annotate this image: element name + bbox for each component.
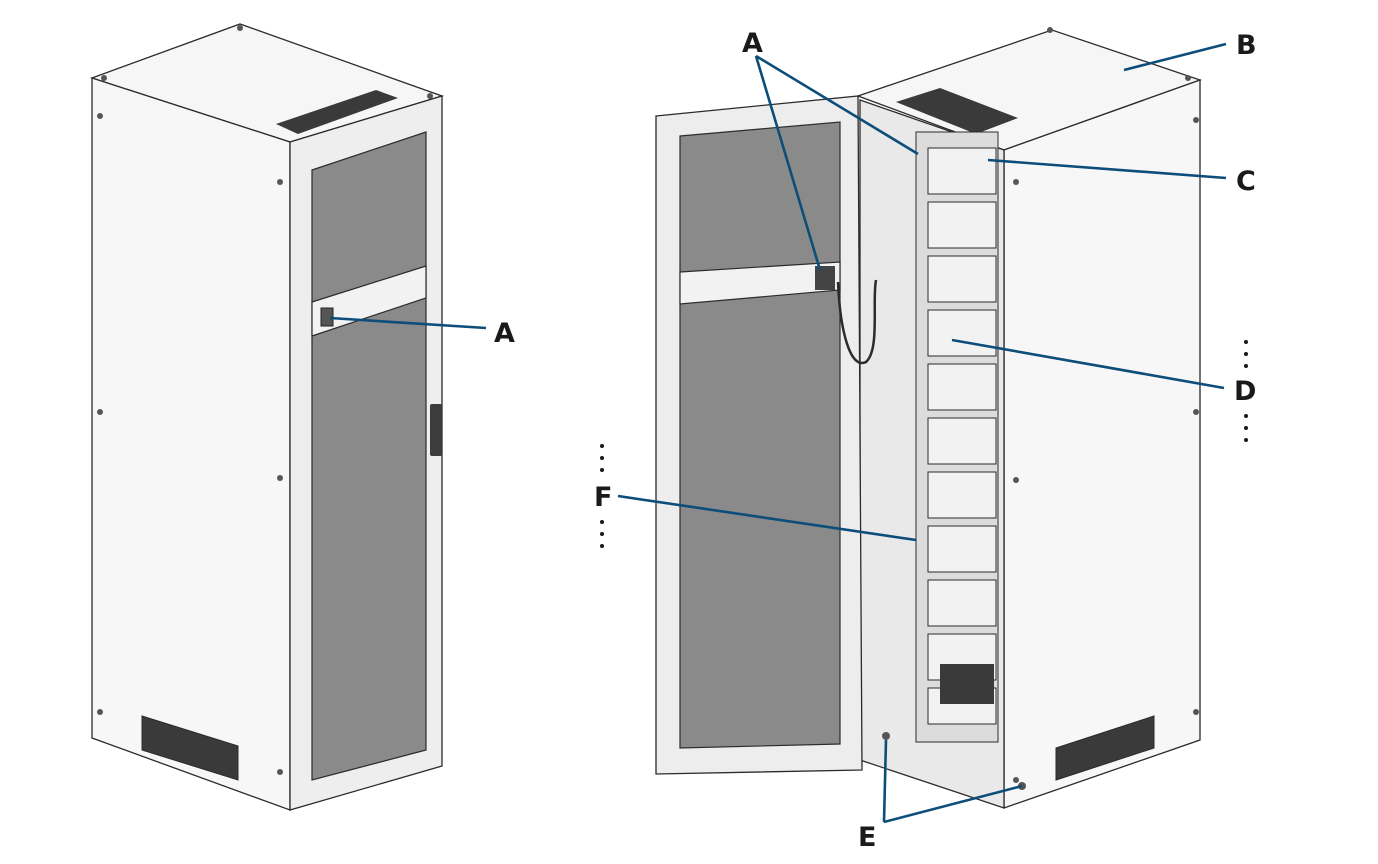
leader-f bbox=[617, 494, 917, 542]
callout-b: B bbox=[1236, 30, 1257, 61]
callout-c: C bbox=[1236, 166, 1256, 197]
closed-cabinet-door-handle bbox=[430, 404, 442, 456]
open-door-bar bbox=[679, 261, 841, 305]
closed-cabinet-door-window bbox=[311, 131, 427, 781]
open-cabinet-side-panel bbox=[1003, 79, 1201, 809]
callout-f: F bbox=[594, 482, 612, 513]
leader-b bbox=[1123, 42, 1227, 72]
closed-cabinet bbox=[90, 23, 445, 811]
leader-a-top-2 bbox=[755, 54, 919, 156]
rack-bottom-vent bbox=[940, 664, 994, 704]
open-door-cable bbox=[836, 279, 878, 365]
leader-a-top-1 bbox=[754, 55, 822, 271]
continuation-dots-left bbox=[600, 444, 604, 548]
leader-a-left bbox=[329, 316, 487, 330]
open-cabinet-bottom-vent bbox=[1055, 715, 1155, 781]
callout-e: E bbox=[858, 822, 876, 853]
open-cabinet-roof-vent bbox=[896, 88, 1018, 134]
continuation-dots-right bbox=[1244, 340, 1248, 442]
callout-d: D bbox=[1234, 376, 1256, 407]
leader-c bbox=[987, 158, 1227, 180]
leader-e-1 bbox=[882, 739, 888, 823]
open-door-window bbox=[679, 121, 841, 749]
leader-d bbox=[951, 338, 1225, 390]
leader-e-2 bbox=[883, 784, 1023, 824]
callout-a-top: A bbox=[742, 28, 763, 59]
callout-a-left: A bbox=[494, 318, 515, 349]
closed-cabinet-side-panel bbox=[91, 77, 291, 811]
open-cabinet bbox=[655, 27, 1202, 809]
open-door-lock-icon bbox=[815, 266, 835, 290]
closed-cabinet-roof-vent bbox=[276, 90, 398, 134]
rack-modules bbox=[927, 147, 997, 725]
closed-cabinet-bottom-vent bbox=[141, 715, 239, 781]
leader-lines bbox=[329, 42, 1227, 824]
